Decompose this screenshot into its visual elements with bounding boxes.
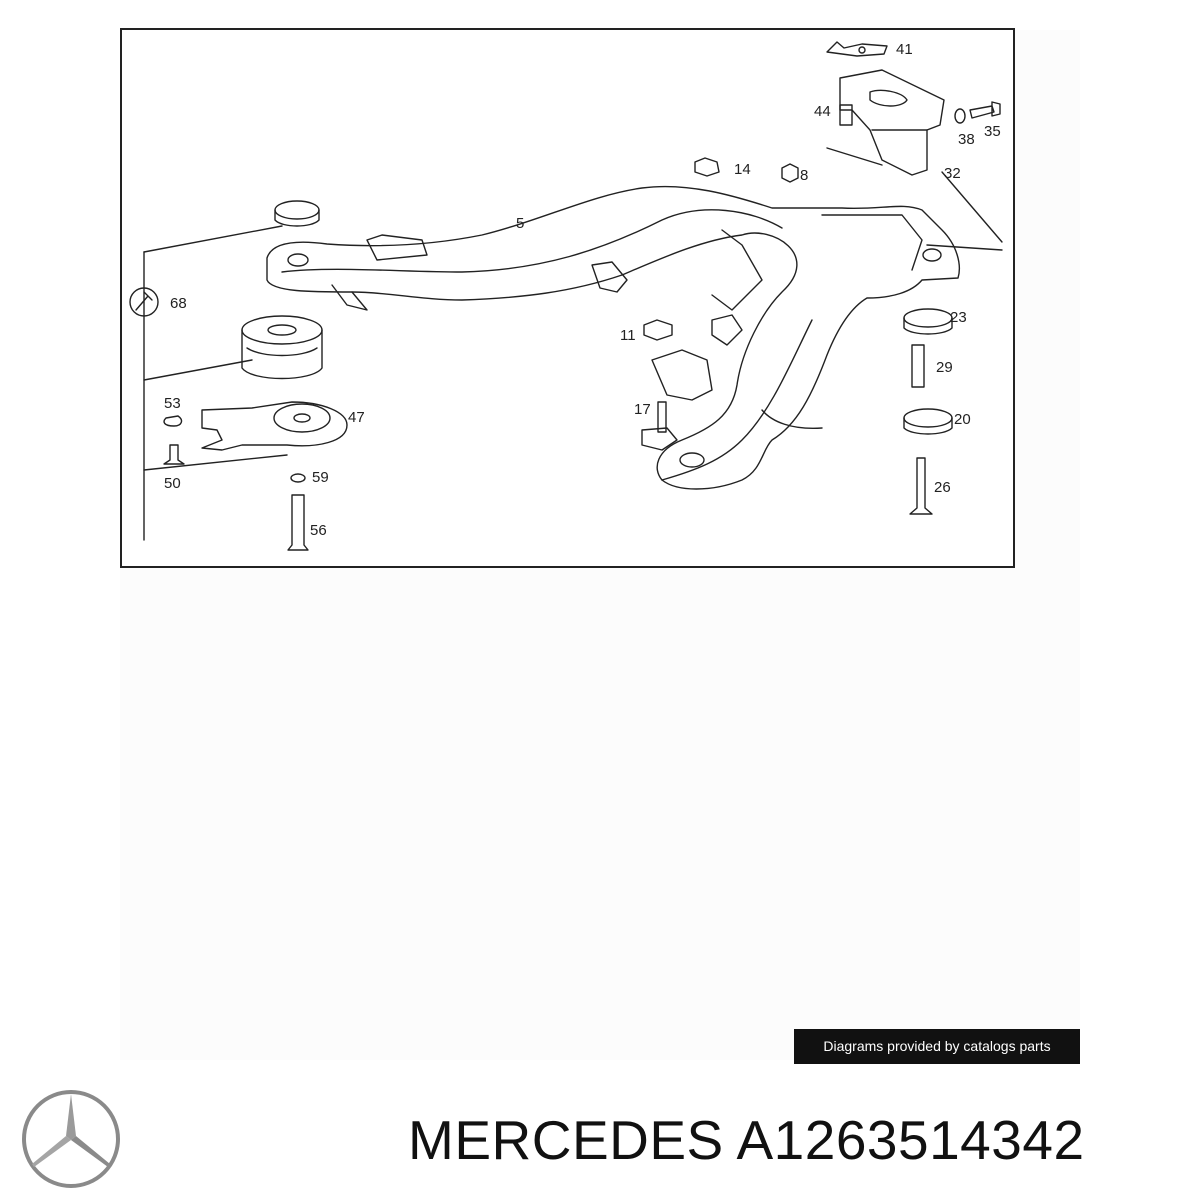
brand-name: MERCEDES bbox=[408, 1109, 724, 1171]
callout-8: 8 bbox=[800, 167, 808, 184]
callout-56: 56 bbox=[310, 522, 327, 539]
washer-part-53 bbox=[163, 415, 183, 427]
callout-5: 5 bbox=[516, 215, 524, 232]
callout-47: 47 bbox=[348, 409, 365, 426]
callout-41: 41 bbox=[896, 41, 913, 58]
wrench-symbol-68 bbox=[129, 287, 159, 317]
subframe-exploded-view: 41 44 38 35 14 8 32 5 68 11 23 29 53 47 … bbox=[129, 41, 1003, 551]
bolt-part-35 bbox=[969, 101, 1001, 119]
callout-20: 20 bbox=[954, 411, 971, 428]
callout-29: 29 bbox=[936, 359, 953, 376]
bolt-part-56 bbox=[287, 494, 309, 551]
callout-11: 11 bbox=[620, 327, 636, 344]
callout-35: 35 bbox=[984, 123, 1001, 140]
callout-32: 32 bbox=[944, 165, 961, 182]
nut-part-11 bbox=[643, 319, 673, 341]
pump-assembly bbox=[651, 349, 713, 401]
callout-26: 26 bbox=[934, 479, 951, 496]
callout-44: 44 bbox=[814, 103, 831, 120]
diagram-credit-banner: Diagrams provided by catalogs parts bbox=[794, 1029, 1080, 1064]
callout-38: 38 bbox=[958, 131, 975, 148]
bracket-part-47 bbox=[201, 401, 348, 451]
callout-50: 50 bbox=[164, 475, 181, 492]
callout-68: 68 bbox=[170, 295, 187, 312]
callout-59: 59 bbox=[312, 469, 329, 486]
part-title: MERCEDES A1263514342 bbox=[408, 1108, 1085, 1172]
bolt-part-17 bbox=[657, 401, 667, 433]
callout-14: 14 bbox=[734, 161, 751, 178]
mercedes-star-logo-icon bbox=[22, 1090, 120, 1188]
bolt-part-50 bbox=[163, 444, 185, 465]
callout-23: 23 bbox=[950, 309, 967, 326]
bushing-part-8 bbox=[781, 163, 799, 183]
bolt-part-44 bbox=[839, 104, 853, 126]
bushing-large bbox=[241, 329, 323, 380]
bracket-part-41 bbox=[826, 41, 888, 57]
mount-part-32 bbox=[839, 69, 945, 176]
part-number: A1263514342 bbox=[736, 1109, 1085, 1171]
bolt-part-26 bbox=[909, 457, 933, 515]
parts-diagram: 41 44 38 35 14 8 32 5 68 11 23 29 53 47 … bbox=[120, 28, 1015, 568]
bushing-top-left bbox=[274, 209, 320, 227]
callout-17: 17 bbox=[634, 401, 651, 418]
subframe-part-5 bbox=[266, 185, 960, 490]
nut-part-14 bbox=[694, 157, 720, 177]
pin-part-29 bbox=[911, 344, 925, 388]
callout-53: 53 bbox=[164, 395, 181, 412]
